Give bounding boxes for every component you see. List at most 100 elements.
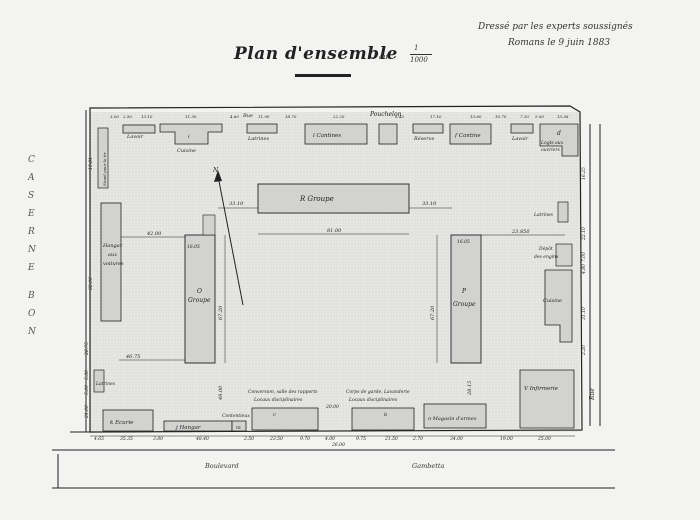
- dim-r-width: 81.00: [327, 228, 342, 234]
- right-road-label: Rue: [589, 388, 596, 401]
- label-d-1: Logts aux: [540, 140, 564, 146]
- label-p-letter: P: [461, 288, 467, 295]
- road-label-boulevard: Boulevard: [205, 462, 239, 470]
- dim-top: 7.10: [520, 114, 529, 119]
- label-depot: Dépôt: [538, 245, 553, 252]
- building-cuisine: [159, 123, 223, 145]
- building-infirmerie: [519, 369, 575, 429]
- dim-top: 13.60: [470, 114, 482, 119]
- dim-left-to-o: 42.00: [146, 231, 162, 237]
- dim-bottom: 2.50: [243, 436, 254, 442]
- label-c: c: [273, 412, 276, 418]
- north-arrow-shaft: [217, 175, 244, 306]
- building-b: [351, 407, 415, 431]
- label-cantine-right: f Cantine: [454, 133, 481, 139]
- building-p-groupe: [450, 234, 482, 364]
- scale-fraction-bar: [410, 54, 432, 55]
- dim-top: 3.00: [110, 114, 119, 119]
- label-m: m: [236, 425, 241, 431]
- label-latrines-left: Latrines: [95, 381, 116, 387]
- label-b: b: [384, 412, 387, 418]
- label-d-letter: d: [557, 130, 561, 137]
- road-label-gambetta: Gambetta: [412, 462, 445, 470]
- dim-top: 11.30: [185, 114, 197, 119]
- label-hangar: Hangar: [102, 243, 123, 249]
- dim-right-side: 7.00: [581, 252, 587, 262]
- title-underline: [295, 74, 351, 77]
- dim-top: 10.70: [495, 114, 507, 119]
- building-o-annex: [202, 214, 216, 236]
- side-letter: A: [28, 173, 35, 183]
- building-hangar-voitures: [100, 202, 122, 322]
- dim-right-side: 4.80: [581, 264, 587, 275]
- label-o-letter: O: [197, 288, 202, 295]
- dim-left-bottom: 46.75: [125, 354, 140, 360]
- label-stand: Stand pour le tir: [102, 151, 107, 186]
- side-letter: N: [28, 245, 36, 255]
- label-o-groupe: Groupe: [188, 297, 211, 304]
- dim-r-left: 33.10: [229, 201, 244, 207]
- dim-bottom: 4.65: [93, 436, 104, 442]
- dim-bottom: 19.00: [500, 436, 513, 442]
- side-letter: O: [28, 309, 36, 319]
- top-road-rue: Rue: [242, 113, 253, 119]
- label-infirmerie: V Infirmerie: [524, 386, 559, 392]
- dim-top: 6.40: [395, 114, 404, 119]
- top-buildings: Lavoir i Cuisine Latrines l Cantines Rés…: [122, 123, 579, 157]
- dim-bottom: 23.50: [269, 436, 283, 442]
- bottom-dimensions: 4.65 35.35 3.80 48.40 2.50 23.50 9.70 4.…: [90, 435, 575, 448]
- scale-numerator: 1: [414, 44, 419, 52]
- building-lavoir-left: [122, 124, 156, 134]
- dim-left-side-b3: 5.00: [84, 385, 90, 395]
- dim-r-right: 33.10: [422, 201, 437, 207]
- dim-v-gap: 28.15: [467, 381, 473, 396]
- dim-right-side: 2.20: [581, 345, 587, 356]
- building-d: [539, 123, 579, 157]
- label-cuisine: Cuisine: [177, 148, 196, 154]
- side-letter: R: [28, 227, 35, 237]
- north-arrow-head: [214, 170, 222, 182]
- scale-prefix: au: [379, 53, 388, 61]
- side-letter: N: [28, 327, 36, 337]
- plan-title: Plan d'ensemble: [234, 44, 398, 64]
- dim-top: 11.90: [258, 114, 270, 119]
- bottom-buildings: k Ecurie j Hangar m Contentieux c Conver…: [102, 389, 487, 432]
- label-contentieux: Contentieux: [222, 413, 250, 419]
- label-cuisine-letter: i: [188, 134, 190, 140]
- dim-left-side-b1: 28.75: [84, 342, 90, 356]
- dim-bottom: 9.75: [356, 436, 366, 442]
- dim-top: 18.70: [285, 114, 297, 119]
- side-letter: S: [28, 191, 35, 201]
- dim-bottom: 2.70: [412, 436, 423, 442]
- building-depot: [555, 243, 573, 267]
- dim-o-gap: 48.00: [218, 385, 224, 401]
- dim-top: 22.20: [332, 114, 345, 119]
- dim-p-height: 67.20: [430, 305, 436, 320]
- dim-left-side-top: 15.81: [88, 157, 94, 170]
- label-hangar-bottom: j Hangar: [175, 425, 201, 431]
- side-letter: E: [28, 263, 35, 273]
- north-arrow-label: N: [212, 167, 219, 174]
- label-corps-1: Corps de garde, Lavanderie: [346, 389, 410, 395]
- building-stand: [97, 127, 109, 189]
- dim-bottom: 3.80: [153, 436, 163, 442]
- label-magasin: n Magasin d'armes: [428, 416, 477, 422]
- label-latrines-right: Latrines: [533, 212, 554, 218]
- building-o-groupe: [184, 234, 216, 364]
- dim-top: 5.00: [535, 114, 544, 119]
- label-hangar-2: aux: [108, 252, 117, 258]
- label-r-groupe: R Groupe: [299, 195, 334, 203]
- building-cuisine-right: [544, 269, 573, 343]
- building-c: [251, 407, 319, 431]
- dim-top: 17.10: [430, 114, 442, 119]
- label-cantines-left: l Cantines: [313, 133, 341, 139]
- side-letter: C: [28, 155, 35, 165]
- dim-p-width: 16.05: [457, 239, 470, 245]
- dim-right-side: 31.10: [581, 307, 587, 320]
- label-conversion-1: Conversion, salle des rapports: [248, 389, 318, 395]
- header-line-2: Romans le 9 juin 1883: [508, 38, 611, 48]
- top-road-name: Pouchelon: [369, 111, 402, 118]
- label-hangar-3: voitures: [103, 261, 124, 267]
